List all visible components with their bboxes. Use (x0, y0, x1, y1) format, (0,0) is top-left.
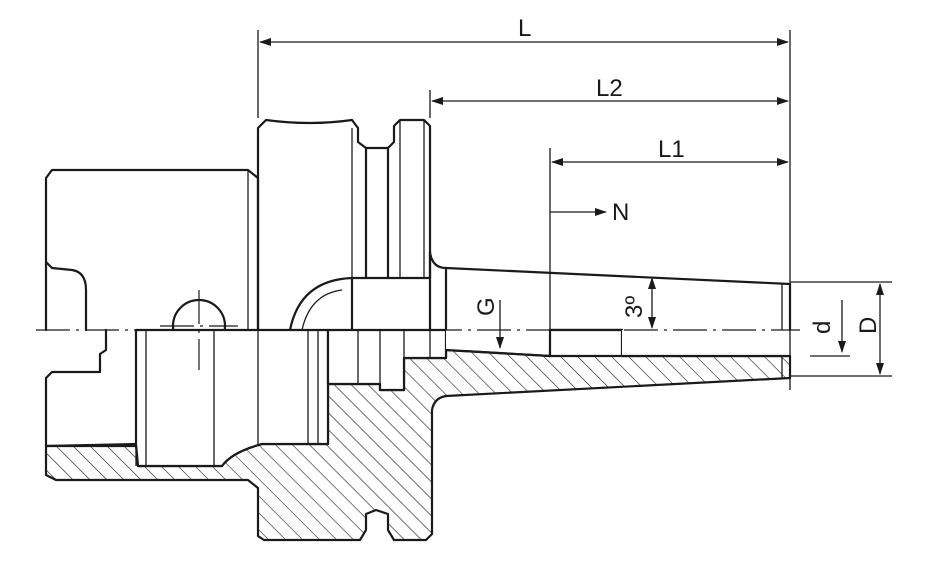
shank-upper (44, 168, 260, 332)
label-L2: L2 (596, 75, 623, 102)
flange-upper (256, 118, 368, 332)
label-angle: 3º (621, 296, 648, 318)
label-G: G (473, 297, 500, 316)
label-d: d (809, 321, 836, 334)
label-L: L (518, 15, 531, 42)
label-N: N (612, 199, 629, 226)
lower-section (44, 328, 792, 542)
neck-upper (428, 250, 448, 332)
label-L1: L1 (658, 136, 685, 163)
shank-lower (44, 328, 108, 448)
shank-key-slot-upper (44, 260, 88, 332)
label-D: D (855, 317, 882, 334)
dimensions (257, 30, 892, 390)
